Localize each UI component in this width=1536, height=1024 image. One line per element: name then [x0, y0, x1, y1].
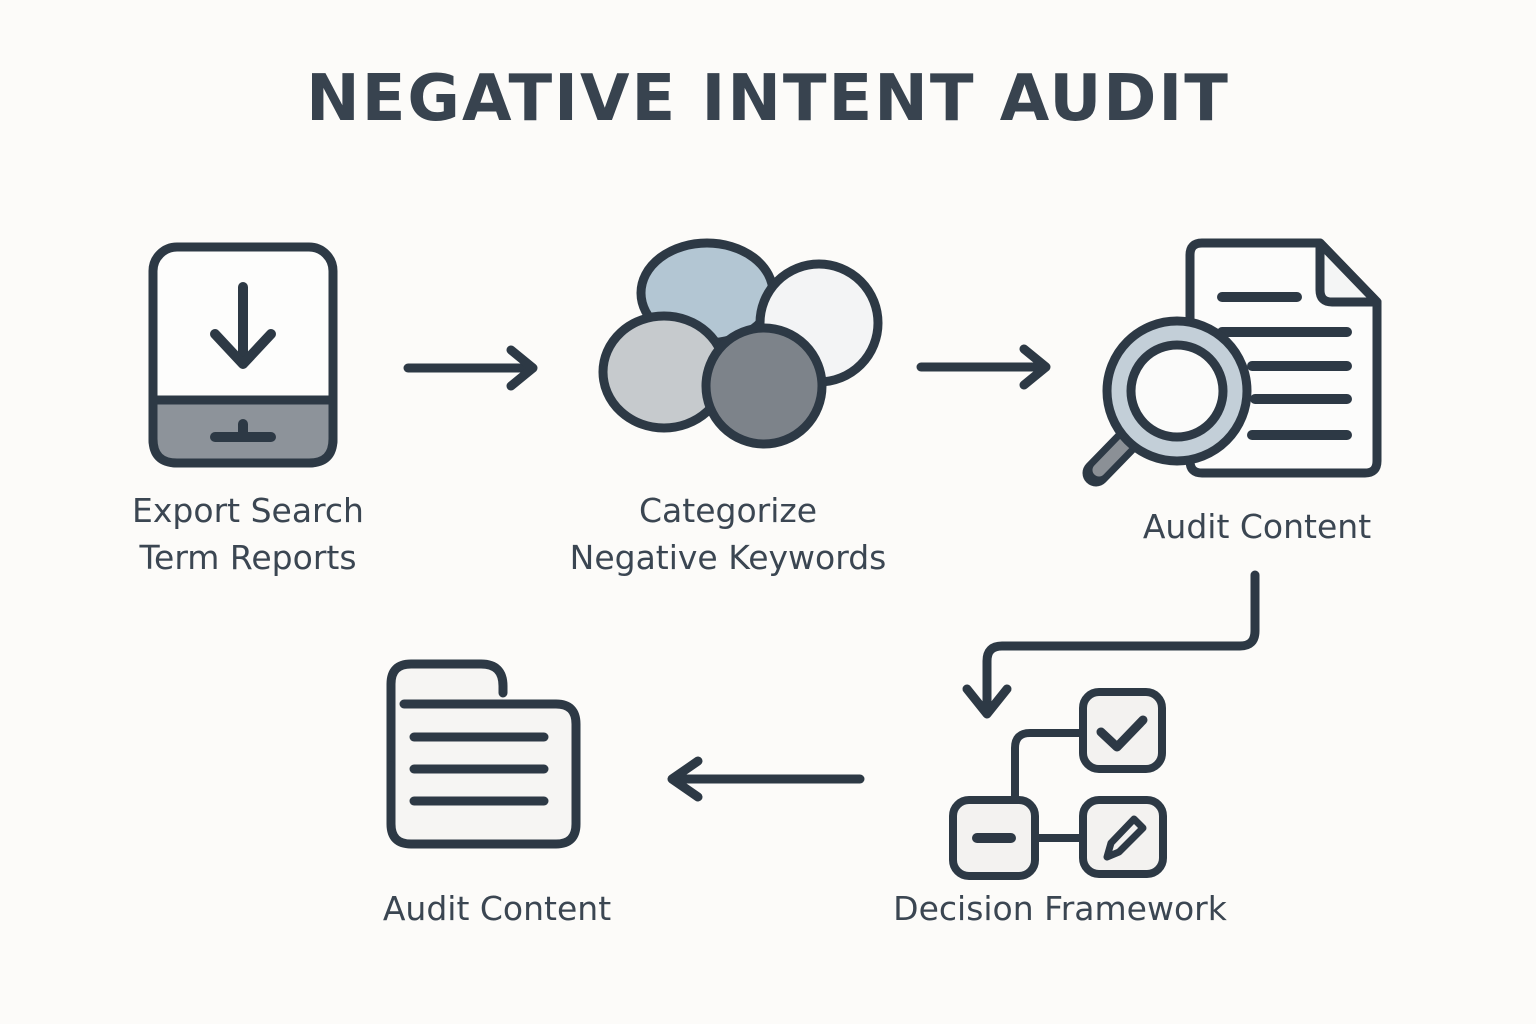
magnifier-ring [1102, 316, 1252, 466]
pencil-icon [1103, 815, 1147, 861]
arrow-down-head [962, 684, 1012, 719]
back-sheet-outline [386, 659, 508, 791]
label-decision-framework: Decision Framework [893, 889, 1227, 928]
label-audit-content-top: Audit Content [1142, 507, 1372, 546]
arrow-right-icon [916, 344, 1051, 390]
elbow-connector-arrow [962, 570, 1260, 719]
document-fold-corner [1315, 238, 1382, 307]
magnifier-document-icon [1082, 238, 1382, 487]
document-notes-icon [386, 659, 581, 849]
document-text-lines [1217, 292, 1352, 440]
label-export-search-term-reports: Export Search Term Reports [132, 491, 364, 577]
keyword-bubbles-icon [598, 238, 883, 449]
label-audit-content-bottom: Audit Content [382, 889, 612, 928]
label-categorize-negative-keywords: Categorize Negative Keywords [569, 491, 887, 577]
download-file-icon [148, 242, 338, 468]
body-outline [386, 699, 581, 849]
decision-tree-icon [949, 688, 1167, 880]
edit-node [1079, 796, 1167, 878]
diagram-title: NEGATIVE INTENT AUDIT [306, 62, 1230, 136]
bubble-dark-gray [701, 323, 827, 449]
checkmark-icon [1096, 715, 1148, 752]
arrow-left-icon [667, 756, 865, 802]
tree-elbow-connector [1011, 729, 1087, 804]
download-arrow-icon [210, 282, 276, 369]
arrow-right-icon [403, 345, 538, 391]
check-node [1079, 688, 1166, 773]
tray-icon [210, 419, 276, 442]
